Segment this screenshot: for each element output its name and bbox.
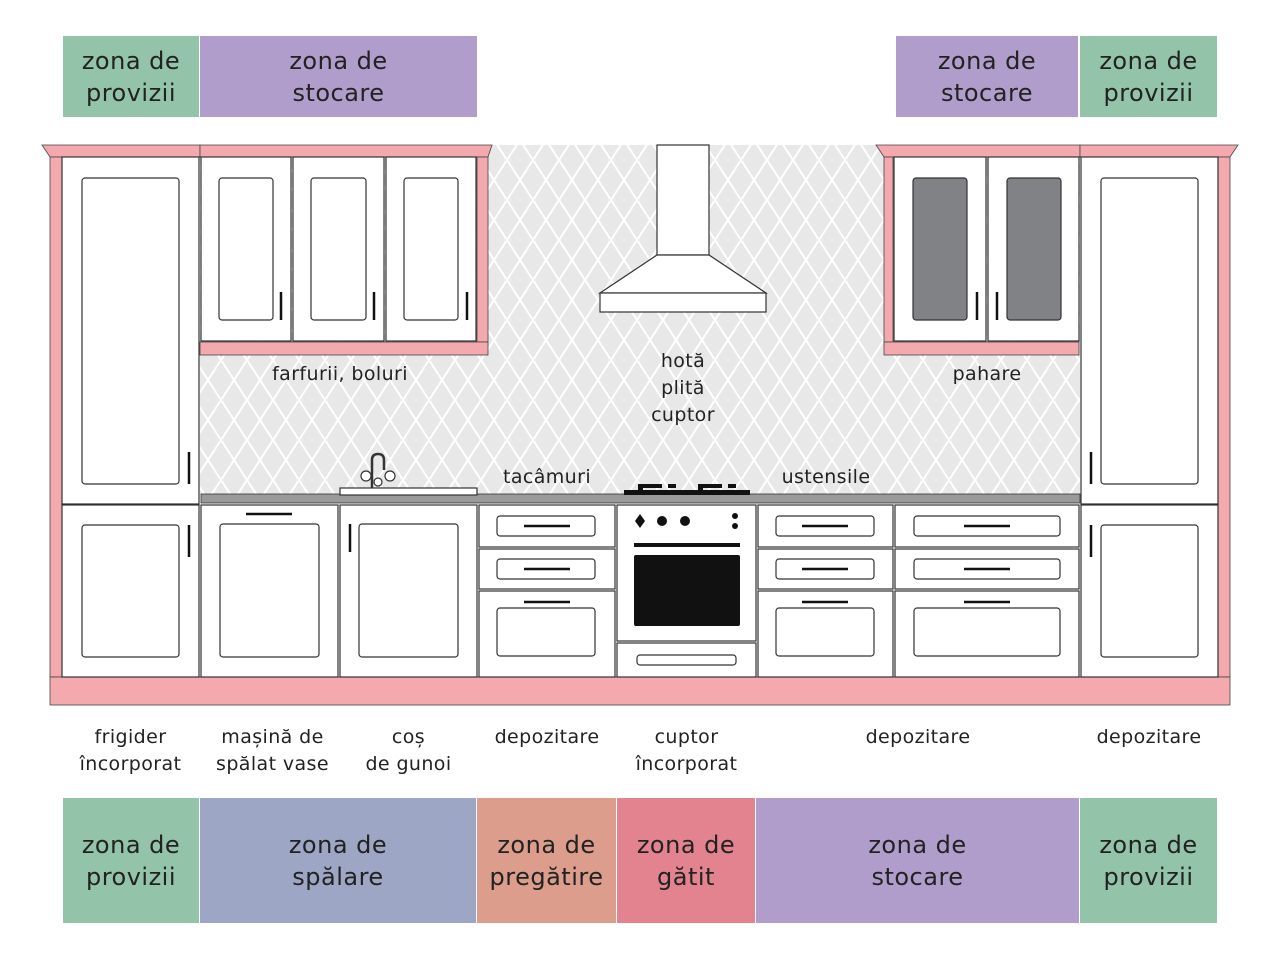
label-built-in-oven: cuptor încorporat: [635, 726, 738, 775]
sink-faucet: [339, 452, 478, 496]
base-cabinet-handles: [246, 512, 1010, 604]
glass-cabinet-handles: [975, 292, 999, 320]
cooktop-burners: [624, 484, 750, 495]
upper-glass-cabinets: [893, 156, 1080, 342]
label-trash-bin: coș de gunoi: [365, 726, 452, 775]
upper-left-handles: [279, 292, 469, 320]
label-glasses: pahare: [952, 363, 1022, 385]
countertop: [200, 493, 1081, 504]
bottom-zone-washing: zona de spălare: [200, 798, 476, 923]
label-hood-plate-oven: hotă plită cuptor: [651, 350, 715, 426]
top-zone-storage-right: zona de stocare: [896, 36, 1078, 117]
upper-cabinets-left: [200, 156, 477, 342]
top-zone-provisions-right: zona de provizii: [1080, 36, 1217, 117]
range-hood: [598, 144, 768, 313]
bottom-zone-provisions-left: zona de provizii: [63, 798, 199, 923]
bottom-zone-cooking: zona de gătit: [617, 798, 755, 923]
label-dishwasher: mașină de spălat vase: [216, 726, 329, 775]
label-utensils: ustensile: [781, 466, 871, 488]
label-storage-tall: depozitare: [1096, 726, 1202, 748]
label-storage-drawers: depozitare: [494, 726, 600, 748]
cabinet-frames: [41, 144, 1239, 706]
label-built-in-fridge: frigider încorporat: [79, 726, 182, 775]
built-in-oven: [616, 504, 757, 678]
bottom-zone-preparation: zona de pregătire: [477, 798, 616, 923]
top-zone-provisions-left: zona de provizii: [63, 36, 199, 117]
label-cutlery: tacâmuri: [502, 466, 592, 488]
top-zone-storage-left: zona de stocare: [200, 36, 477, 117]
bottom-zone-provisions-right: zona de provizii: [1080, 798, 1217, 923]
label-storage-wide: depozitare: [865, 726, 971, 748]
label-plates-bowls: farfurii, boluri: [272, 363, 408, 385]
tall-unit-handles: [187, 452, 1093, 557]
bottom-zone-storage: zona de stocare: [756, 798, 1079, 923]
tall-units: [61, 156, 1219, 678]
